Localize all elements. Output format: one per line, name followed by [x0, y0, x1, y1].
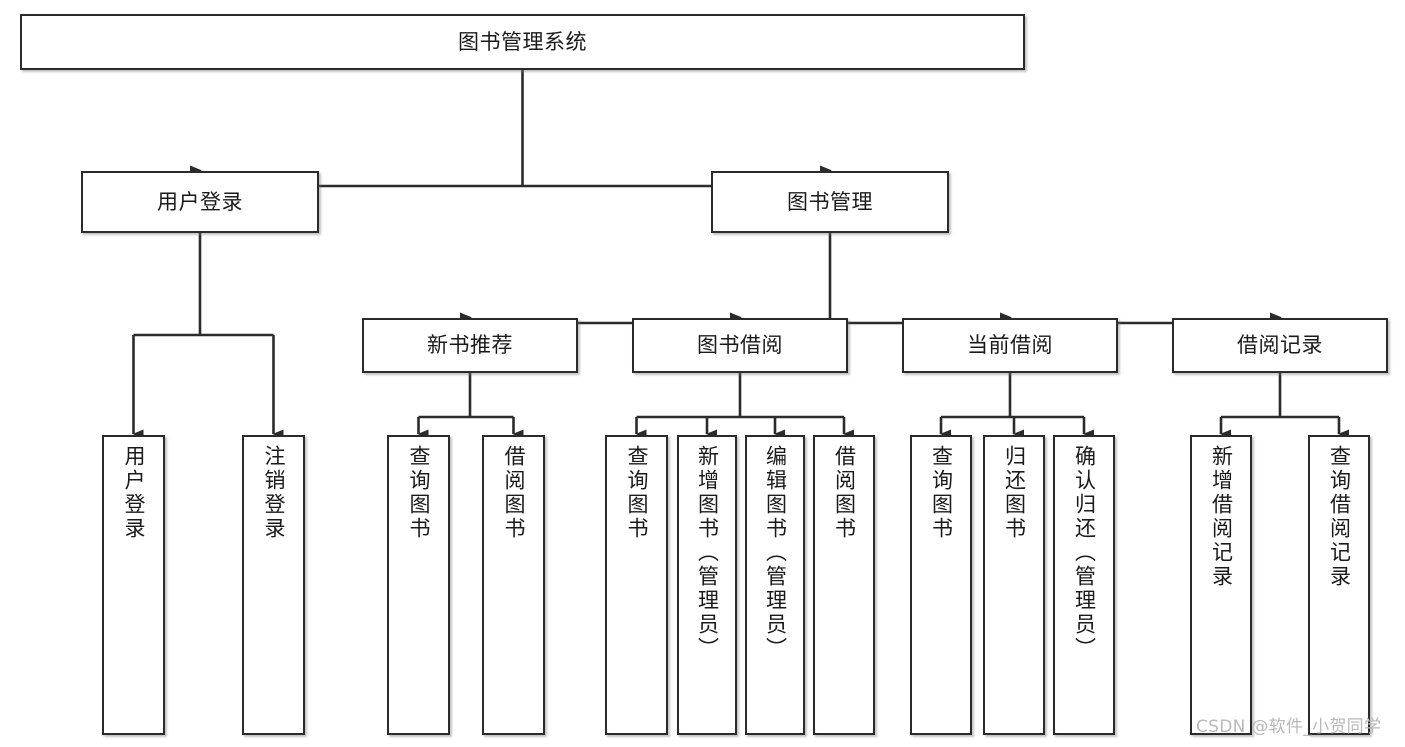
- node-label: 当前借阅: [967, 333, 1053, 358]
- node-borrow-record[interactable]: 借阅记录: [1172, 318, 1388, 373]
- node-leaf-borrow-book-2[interactable]: 借阅图书: [813, 435, 875, 735]
- node-label: 图书借阅: [697, 333, 783, 358]
- node-label: 图书管理: [787, 189, 873, 214]
- node-user-login[interactable]: 用户登录: [81, 171, 319, 233]
- node-leaf-query-book-3[interactable]: 查询图书: [910, 435, 972, 735]
- node-leaf-user-login[interactable]: 用户登录: [102, 435, 165, 735]
- csdn-watermark: CSDN @软件_小贺同学: [1196, 717, 1382, 737]
- node-leaf-add-record[interactable]: 新增借阅记录: [1190, 435, 1252, 735]
- node-label: 借阅图书: [832, 445, 857, 541]
- node-leaf-confirm-return[interactable]: 确认归还（管理员）: [1053, 435, 1115, 735]
- node-leaf-borrow-book-1[interactable]: 借阅图书: [482, 435, 545, 735]
- node-label: 查询图书: [625, 445, 649, 541]
- node-leaf-logout[interactable]: 注销登录: [242, 435, 305, 735]
- node-label: 用户登录: [122, 445, 146, 541]
- node-leaf-add-book[interactable]: 新增图书（管理员）: [677, 435, 737, 735]
- node-new-book-rec[interactable]: 新书推荐: [362, 318, 578, 373]
- node-leaf-query-book-1[interactable]: 查询图书: [387, 435, 450, 735]
- node-label: 编辑图书（管理员）: [763, 445, 788, 661]
- node-label: 归还图书: [1002, 445, 1027, 541]
- node-book-borrow[interactable]: 图书借阅: [632, 318, 848, 373]
- node-label: 查询借阅记录: [1327, 445, 1352, 589]
- node-label: 新增图书（管理员）: [695, 445, 720, 661]
- node-current-borrow[interactable]: 当前借阅: [902, 318, 1118, 373]
- node-label: 借阅图书: [502, 445, 526, 541]
- node-leaf-query-record[interactable]: 查询借阅记录: [1308, 435, 1370, 735]
- node-label: 注销登录: [262, 445, 286, 541]
- node-leaf-return-book[interactable]: 归还图书: [983, 435, 1045, 735]
- node-label: 新增借阅记录: [1209, 445, 1234, 589]
- node-label: 新书推荐: [427, 333, 513, 358]
- node-label: 查询图书: [407, 445, 431, 541]
- node-leaf-query-book-2[interactable]: 查询图书: [605, 435, 668, 735]
- node-label: 用户登录: [157, 189, 243, 214]
- node-book-manage[interactable]: 图书管理: [711, 171, 949, 233]
- node-label: 查询图书: [929, 445, 954, 541]
- node-leaf-edit-book[interactable]: 编辑图书（管理员）: [745, 435, 805, 735]
- node-label: 确认归还（管理员）: [1072, 445, 1097, 661]
- node-label: 借阅记录: [1237, 333, 1323, 358]
- node-root[interactable]: 图书管理系统: [20, 14, 1025, 70]
- node-label: 图书管理系统: [458, 29, 587, 54]
